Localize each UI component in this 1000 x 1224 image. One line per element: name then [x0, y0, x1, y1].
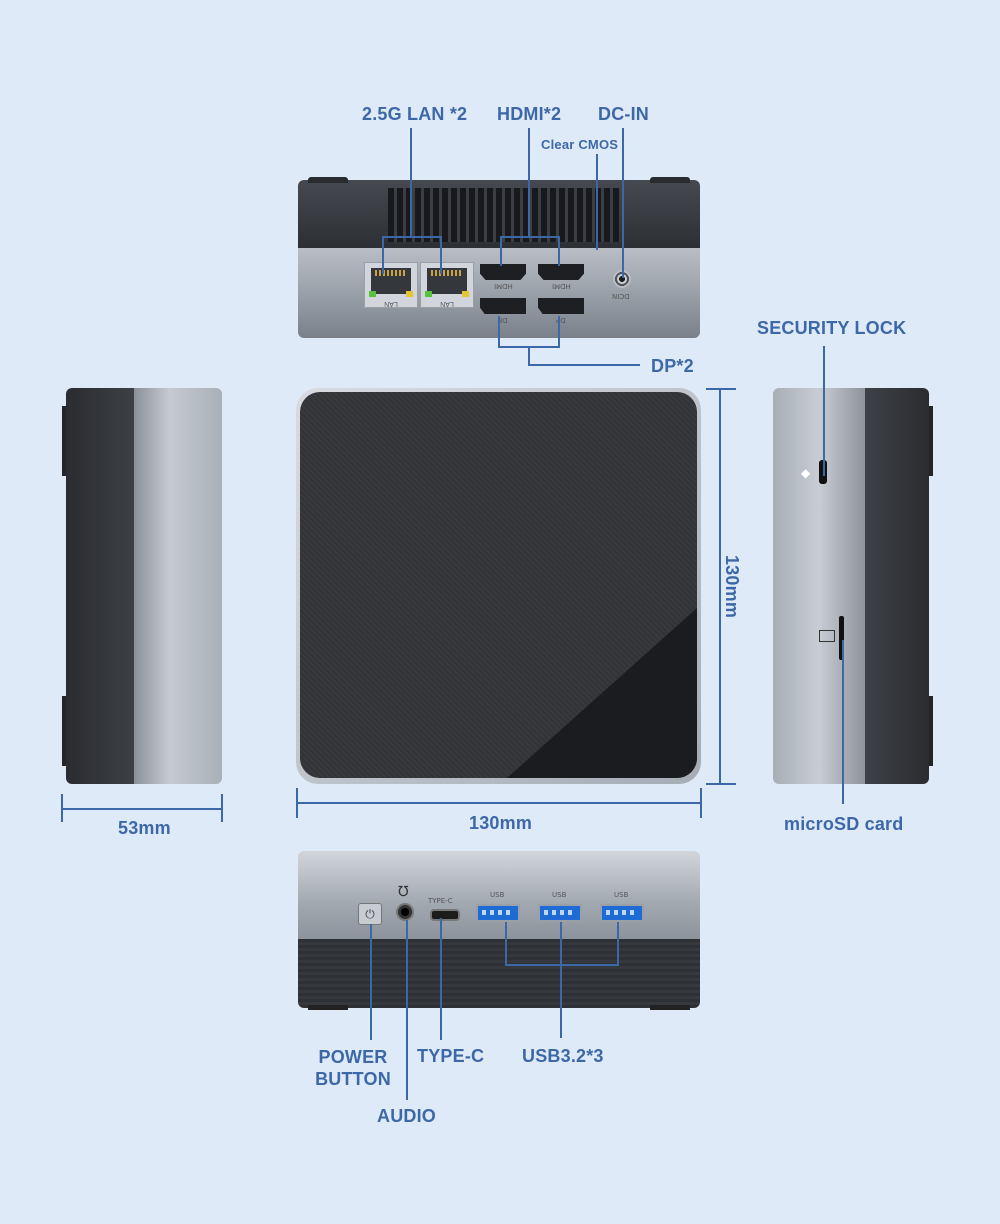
lan-port-label: LAN	[440, 300, 454, 307]
dp-leader-line	[498, 316, 500, 348]
dcin-callout: DC-IN	[598, 104, 649, 124]
side-top-cover	[66, 388, 134, 784]
width-dimension-line	[296, 802, 701, 804]
power-button-icon: ⏻	[358, 903, 382, 925]
typec-port-label: TYPE-C	[428, 897, 453, 905]
typec-callout: TYPE-C	[417, 1046, 485, 1066]
rear-view: LAN LAN HDMI HDMI DP DP DCIN	[298, 177, 700, 338]
headphone-icon: ℧	[398, 883, 409, 899]
hdmi-port	[538, 264, 584, 280]
hdmi-port	[480, 264, 526, 280]
sd-card-icon	[819, 630, 835, 642]
usb-a-port	[538, 904, 582, 922]
usb-c-port	[430, 909, 460, 921]
side-aluminum-body: ◆	[773, 388, 865, 784]
power-button-callout: POWER BUTTON	[315, 1047, 391, 1089]
height-dimension-label: 130mm	[722, 554, 743, 619]
usb-callout: USB3.2*3	[522, 1046, 604, 1066]
lan-leader-line	[382, 236, 442, 238]
dp-leader-line	[528, 346, 530, 366]
microsd-slot	[839, 616, 844, 660]
hdmi-leader-line	[558, 236, 560, 266]
lan-leader-line	[410, 128, 412, 238]
usb-leader-line	[505, 964, 619, 966]
usb-a-port	[600, 904, 644, 922]
lan-callout: 2.5G LAN *2	[362, 104, 468, 124]
lan-port: LAN	[420, 262, 474, 308]
front-foot	[308, 1005, 348, 1010]
displayport-port	[538, 298, 584, 314]
rear-panel: LAN LAN HDMI HDMI DP DP DCIN	[298, 248, 700, 338]
side-foot	[925, 406, 933, 476]
dp-leader-line	[528, 364, 640, 366]
audio-callout: AUDIO	[377, 1106, 436, 1126]
audio-jack	[396, 903, 414, 921]
security-lock-callout: SECURITY LOCK	[757, 318, 907, 338]
dc-in-label: DCIN	[612, 292, 630, 300]
side-aluminum-body	[134, 388, 222, 784]
usb-leader-line	[617, 922, 619, 966]
rear-foot	[650, 177, 690, 183]
depth-dimension-tick	[61, 794, 63, 822]
side-top-cover	[865, 388, 929, 784]
security-lock-leader-line	[823, 346, 825, 476]
usb-a-port	[476, 904, 520, 922]
width-dimension-tick	[296, 788, 298, 818]
right-side-view: ◆	[773, 388, 933, 784]
lan-leader-line	[440, 236, 442, 274]
dp-leader-line	[558, 316, 560, 348]
depth-dimension-label: 53mm	[118, 818, 171, 838]
clear-cmos-leader-line	[596, 154, 598, 250]
front-base-cover	[298, 939, 700, 1010]
lan-port-label: LAN	[384, 300, 398, 307]
height-dimension-tick	[706, 783, 736, 785]
lan-port: LAN	[364, 262, 418, 308]
lock-icon: ◆	[801, 466, 811, 480]
front-panel: ⏻ ℧ TYPE-C USB USB USB	[298, 851, 700, 939]
usb-port-label: USB	[490, 891, 505, 899]
height-dimension-tick	[706, 388, 736, 390]
usb-port-label: USB	[614, 891, 629, 899]
dcin-leader-line	[622, 128, 624, 278]
width-dimension-tick	[700, 788, 702, 818]
hdmi-port-label: HDMI	[552, 282, 571, 290]
hdmi-leader-line	[528, 128, 530, 238]
microsd-callout: microSD card	[784, 814, 904, 834]
hdmi-callout: HDMI*2	[497, 104, 562, 124]
top-view	[296, 388, 701, 784]
usb-port-label: USB	[552, 891, 567, 899]
front-view: ⏻ ℧ TYPE-C USB USB USB	[298, 851, 700, 1010]
side-foot	[925, 696, 933, 766]
lan-leader-line	[382, 236, 384, 274]
displayport-port	[480, 298, 526, 314]
hdmi-leader-line	[500, 236, 560, 238]
depth-dimension-tick	[221, 794, 223, 822]
heatsink-vent	[388, 188, 620, 242]
power-leader-line	[370, 924, 372, 1040]
depth-dimension-line	[62, 808, 222, 810]
audio-leader-line	[406, 920, 408, 1100]
rear-foot	[308, 177, 348, 183]
width-dimension-label: 130mm	[469, 813, 533, 833]
usb-leader-line	[560, 922, 562, 1038]
usb-leader-line	[505, 922, 507, 966]
hdmi-port-label: HDMI	[494, 282, 513, 290]
dc-in-jack	[613, 270, 631, 288]
dp-callout: DP*2	[651, 356, 694, 376]
typec-leader-line	[440, 918, 442, 1040]
top-lid	[300, 392, 697, 778]
clear-cmos-callout: Clear CMOS	[541, 137, 619, 152]
hdmi-leader-line	[500, 236, 502, 266]
front-foot	[650, 1005, 690, 1010]
microsd-leader-line	[842, 640, 844, 804]
left-side-view	[62, 388, 222, 784]
height-dimension-line	[719, 388, 721, 784]
